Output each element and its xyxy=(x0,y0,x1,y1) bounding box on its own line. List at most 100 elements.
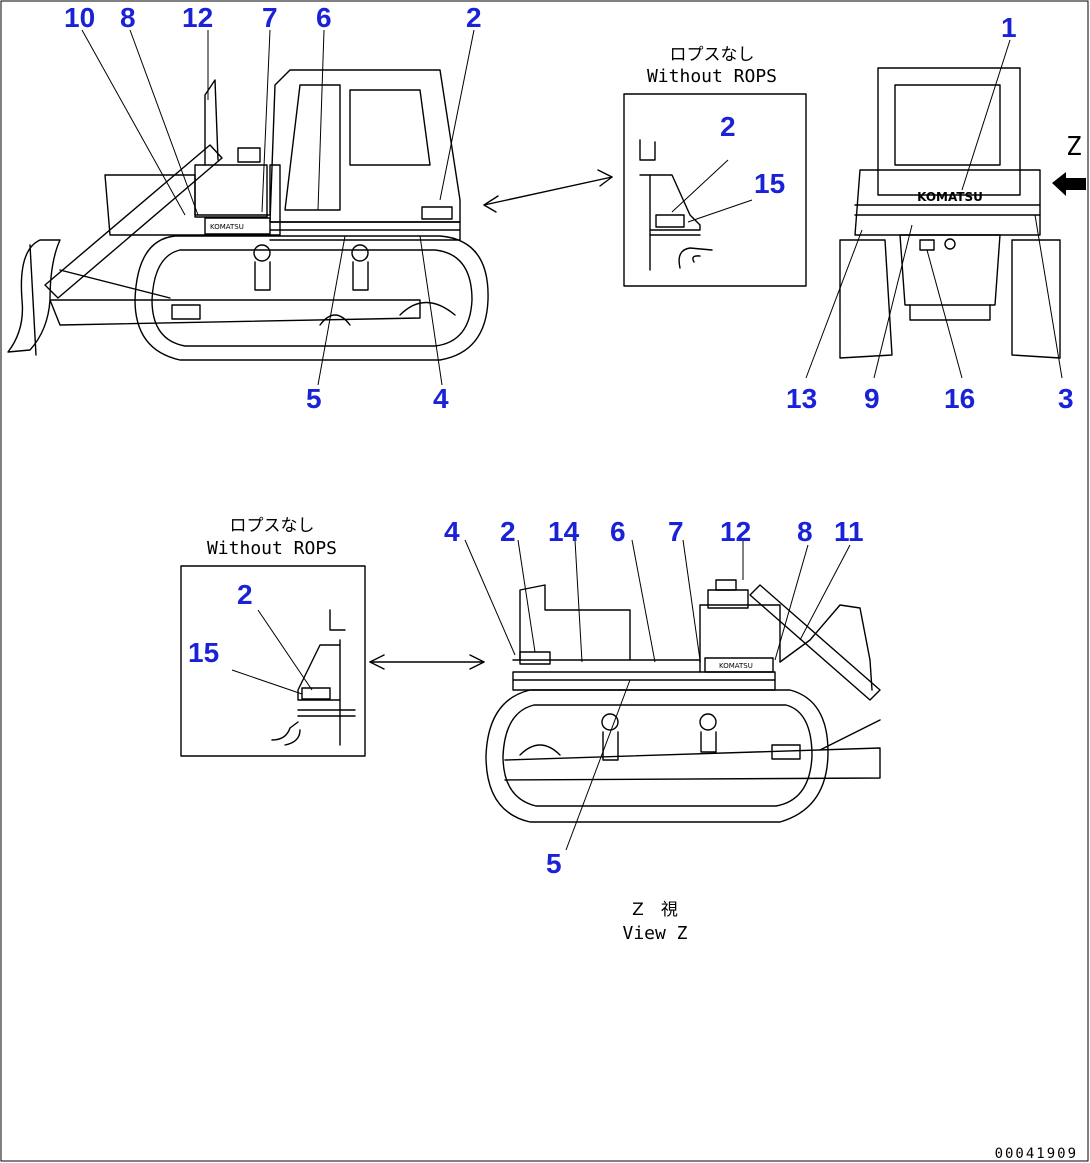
viewz-callout-12: 12 xyxy=(720,516,751,547)
inset-bottom-callout-15: 15 xyxy=(188,637,219,668)
side-exhaust-stack xyxy=(204,79,219,166)
rear-drawbar xyxy=(909,304,991,321)
viewz-carrier-roller-2 xyxy=(699,713,717,731)
inset-bottom-callout-2: 2 xyxy=(237,579,253,610)
viewz-hood xyxy=(779,604,873,691)
side-callout-12: 12 xyxy=(182,2,213,33)
side-leader-10 xyxy=(81,29,186,216)
side-roller-post-2 xyxy=(352,261,369,291)
rear-leader-1 xyxy=(961,39,1011,191)
viewz-brace xyxy=(819,719,881,751)
side-komatsu-plate xyxy=(204,217,271,235)
rear-callout-3: 3 xyxy=(1058,383,1074,414)
rear-leader-16 xyxy=(926,249,963,379)
side-track-inner xyxy=(151,249,473,347)
side-cap xyxy=(237,147,261,163)
inset-bottom-decal xyxy=(301,687,331,700)
rear-callout-16: 16 xyxy=(944,383,975,414)
inset-top-callout-2: 2 xyxy=(720,111,736,142)
side-callout-10: 10 xyxy=(64,2,95,33)
inset-bottom-box xyxy=(180,565,366,757)
inset-bottom-link-arrow xyxy=(369,654,485,670)
rear-leader-13 xyxy=(805,229,863,379)
rear-window xyxy=(894,84,1001,166)
rear-cab xyxy=(877,67,1021,196)
side-cab-window xyxy=(349,89,431,166)
side-komatsu-text: KOMATSU xyxy=(210,223,244,231)
rear-body xyxy=(854,169,1041,236)
side-blade-edge xyxy=(29,244,37,356)
viewz-cap xyxy=(715,579,737,591)
viewz-push-arm xyxy=(504,747,881,781)
side-sprocket-mark xyxy=(319,314,351,326)
inset-top-callout-15: 15 xyxy=(754,168,785,199)
side-callout-5: 5 xyxy=(306,383,322,414)
side-leader-4 xyxy=(419,235,443,386)
side-roller-post-1 xyxy=(254,261,271,291)
view-z-label-jp: Z 視 xyxy=(632,900,678,920)
side-carrier-roller-1 xyxy=(253,244,271,262)
rear-track-left xyxy=(839,239,893,359)
view-z-bulldozer: KOMATSU xyxy=(464,539,881,851)
rear-decal-16 xyxy=(919,239,935,251)
viewz-leader-5 xyxy=(565,679,631,851)
viewz-step xyxy=(512,659,701,673)
side-leader-8 xyxy=(129,29,199,216)
viewz-roller-post-1 xyxy=(602,731,619,761)
viewz-track-outer xyxy=(485,689,829,823)
side-idler-mark xyxy=(399,301,456,316)
viewz-leader-4 xyxy=(464,539,516,656)
rear-leader-9 xyxy=(873,224,913,379)
rear-callout-13: 13 xyxy=(786,383,817,414)
viewz-callout-2: 2 xyxy=(500,516,516,547)
viewz-callout-6: 6 xyxy=(610,516,626,547)
side-callout-8: 8 xyxy=(120,2,136,33)
viewz-leader-2 xyxy=(517,539,536,653)
viewz-engine-box xyxy=(699,604,781,663)
side-frame-block xyxy=(171,304,201,320)
viewz-idler-mark xyxy=(519,744,561,756)
rear-callout-1: 1 xyxy=(1001,12,1017,43)
side-leader-7 xyxy=(261,29,271,213)
rear-komatsu-logo: KOMATSU xyxy=(917,190,983,204)
side-brace xyxy=(59,269,171,299)
viewz-lift-cylinder xyxy=(749,584,881,701)
viewz-leader-6 xyxy=(631,539,656,663)
inset-top-link-arrow xyxy=(483,169,613,213)
side-engine-box xyxy=(194,164,268,218)
side-callout-7: 7 xyxy=(262,2,278,33)
side-leader-2 xyxy=(439,29,475,201)
side-callout-4: 4 xyxy=(433,383,449,414)
rear-callout-9: 9 xyxy=(864,383,880,414)
rear-leader-3 xyxy=(1034,214,1063,379)
viewz-callout-8: 8 xyxy=(797,516,813,547)
side-callout-6: 6 xyxy=(316,2,332,33)
side-decal-2 xyxy=(421,206,453,220)
viewz-callout-11: 11 xyxy=(834,516,864,547)
viewz-callout-5: 5 xyxy=(546,848,562,879)
view-z-letter: Z xyxy=(1066,132,1082,162)
viewz-fender xyxy=(512,671,776,691)
rear-chassis xyxy=(899,234,1001,306)
inset-top-decal xyxy=(655,214,685,228)
viewz-leader-8 xyxy=(774,544,809,661)
viewz-decal-2 xyxy=(519,651,551,665)
rear-fender-lines xyxy=(854,204,1041,216)
viewz-leader-11 xyxy=(799,544,851,641)
viewz-roller-post-2 xyxy=(700,731,717,753)
side-callout-2: 2 xyxy=(466,2,482,33)
side-lift-cylinder xyxy=(44,144,223,299)
rear-view-bulldozer: KOMATSU xyxy=(805,39,1086,379)
inset-bottom-title-en: Without ROPS xyxy=(207,538,337,559)
viewz-leader-14 xyxy=(574,539,583,663)
side-blade xyxy=(7,239,61,353)
side-cab-door xyxy=(284,84,341,211)
side-fender xyxy=(269,221,461,241)
viewz-leader-7 xyxy=(682,539,701,661)
viewz-komatsu-plate xyxy=(704,657,774,673)
viewz-carrier-roller-1 xyxy=(601,713,619,731)
rear-track-right xyxy=(1011,239,1061,359)
